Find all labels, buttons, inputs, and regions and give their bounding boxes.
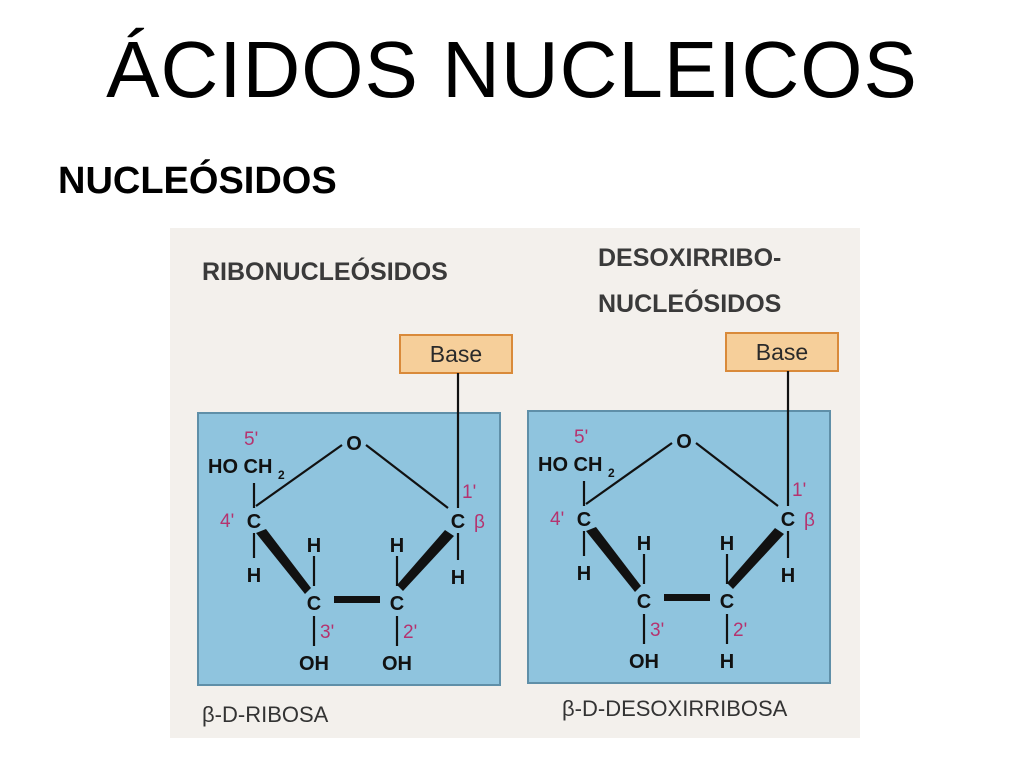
deoxy-pos5: 5' — [574, 427, 588, 448]
ribo-oh3: OH — [299, 653, 329, 675]
ribo-o-c1-bond — [365, 444, 449, 509]
ribo-pos2: 2' — [403, 622, 417, 643]
deoxy-h3: H — [637, 533, 651, 555]
deoxy-c4: C — [577, 509, 591, 531]
ribo-c3: C — [307, 593, 321, 615]
deoxy-wedge-left — [586, 527, 641, 592]
deoxy-h2: H — [720, 533, 734, 555]
deoxyribose-caption: β-D-DESOXIRRIBOSA — [562, 696, 788, 721]
deoxy-c1: C — [781, 509, 795, 531]
deoxy-pos4: 4' — [550, 509, 564, 530]
deoxy-h1: H — [781, 565, 795, 587]
ribose-panel — [197, 412, 501, 686]
ribonucleoside-structure: RIBONUCLEÓSIDOS Base — [197, 256, 513, 727]
deoxy-pos1: 1' — [792, 480, 806, 501]
deoxy-o-c1-bond — [695, 442, 779, 507]
nucleoside-diagram: RIBONUCLEÓSIDOS Base — [197, 244, 839, 727]
slide-title: ÁCIDOS NUCLEICOS — [106, 25, 918, 114]
ribo-c3-c2-bond — [334, 596, 380, 603]
deoxy-c4-o-bond — [585, 442, 673, 505]
deoxyribose-panel — [527, 410, 831, 684]
deoxy-beta: β — [804, 510, 815, 531]
deoxy-header-line1: DESOXIRRIBO- — [598, 244, 781, 272]
ribo-ring-oxygen: O — [346, 433, 362, 455]
deoxy-header-line2: NUCLEÓSIDOS — [598, 288, 781, 318]
ribo-h1: H — [451, 567, 465, 589]
deoxy-c3-c2-bond — [664, 594, 710, 601]
ribo-c4: C — [247, 511, 261, 533]
nucleoside-figure: RIBONUCLEÓSIDOS Base — [170, 228, 860, 738]
ribo-pos5: 5' — [244, 429, 258, 450]
ribo-c4-o-bond — [255, 444, 343, 507]
deoxy-base-label: Base — [756, 339, 808, 365]
ribo-h3: H — [307, 535, 321, 557]
ribo-beta: β — [474, 512, 485, 533]
deoxy-ch2-subscript: 2 — [608, 466, 615, 480]
ribo-h2: H — [390, 535, 404, 557]
ribo-wedge-left — [256, 529, 311, 594]
ribo-base-box — [399, 334, 513, 374]
deoxy-pos3: 3' — [650, 620, 664, 641]
deoxy-h2-bottom: H — [720, 651, 734, 673]
deoxyribonucleoside-structure: DESOXIRRIBO- NUCLEÓSIDOS Base — [527, 244, 839, 721]
ribo-c2: C — [390, 593, 404, 615]
deoxy-ring-oxygen: O — [676, 431, 692, 453]
ribo-pos1: 1' — [462, 482, 476, 503]
deoxy-oh3: OH — [629, 651, 659, 673]
deoxy-h4: H — [577, 563, 591, 585]
deoxy-c2: C — [720, 591, 734, 613]
ribose-caption: β-D-RIBOSA — [202, 702, 329, 727]
ribo-ho-ch: HO CH — [208, 456, 272, 478]
ribo-oh2: OH — [382, 653, 412, 675]
deoxy-pos2: 2' — [733, 620, 747, 641]
ribo-h4: H — [247, 565, 261, 587]
ribo-pos3: 3' — [320, 622, 334, 643]
ribo-ch2-subscript: 2 — [278, 468, 285, 482]
ribo-c1: C — [451, 511, 465, 533]
ribonucleoside-header: RIBONUCLEÓSIDOS — [202, 256, 448, 286]
ribo-base-label: Base — [430, 341, 482, 367]
ribo-wedge-right — [397, 530, 454, 591]
ribo-pos4: 4' — [220, 511, 234, 532]
deoxy-ho-ch: HO CH — [538, 454, 602, 476]
deoxy-c3: C — [637, 591, 651, 613]
deoxy-wedge-right — [727, 528, 784, 589]
slide-subtitle: NUCLEÓSIDOS — [58, 160, 337, 202]
deoxy-base-box — [725, 332, 839, 372]
